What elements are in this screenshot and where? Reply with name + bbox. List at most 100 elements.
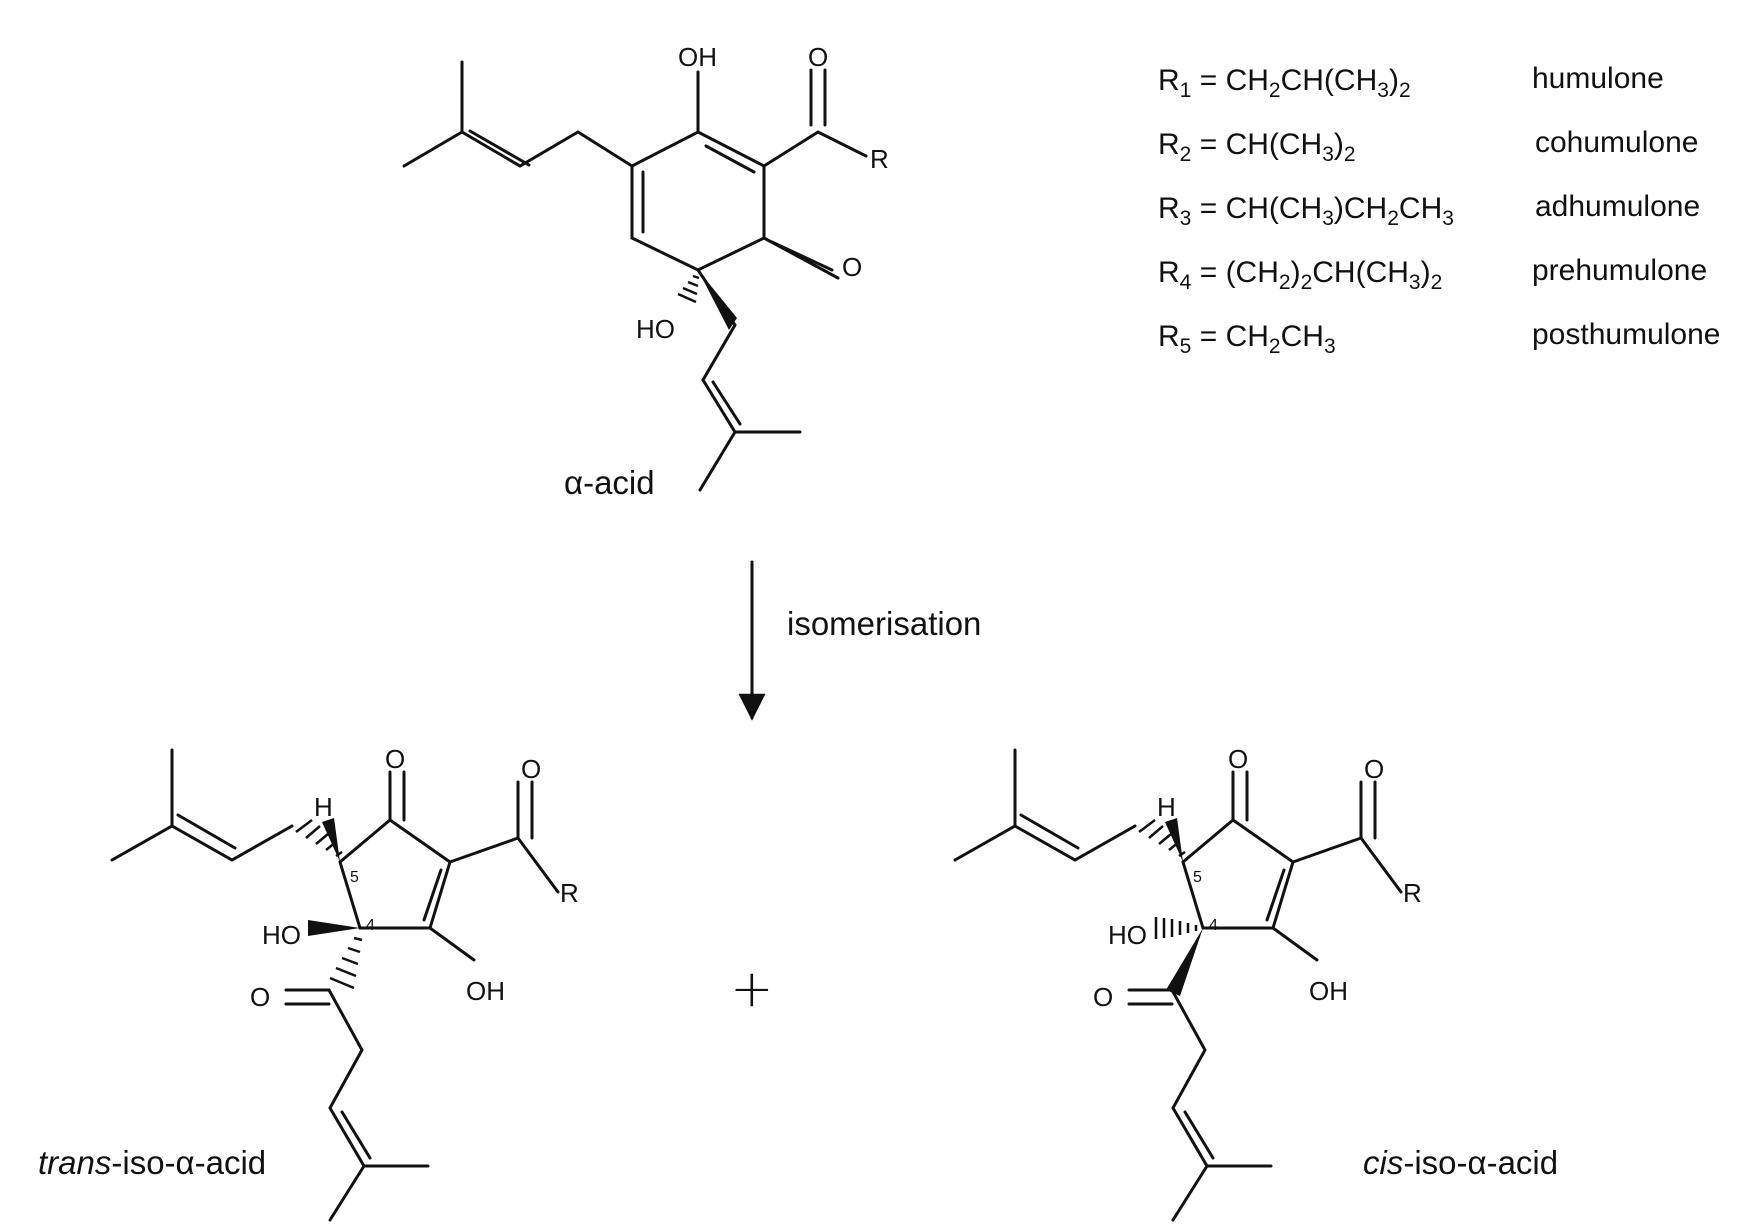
- formula-part: CH(CH: [1281, 64, 1378, 97]
- formula-part: CH: [1281, 320, 1324, 353]
- trans-iso-ring-oxygen-label: O: [385, 744, 405, 774]
- trans-iso-hash-bond-side-chain: [295, 819, 343, 858]
- formula-subscript: 3: [1322, 207, 1334, 230]
- cis-iso-wedge-h: [1165, 818, 1183, 862]
- cis-iso-ho-label: HO: [1108, 920, 1147, 950]
- cis-iso-acyl-oxygen-label: O: [1364, 754, 1384, 784]
- alpha-acid-r-label: R: [870, 144, 889, 174]
- formula-subscript: 3: [1322, 143, 1334, 166]
- trans-iso-side-oxygen-label: O: [250, 982, 270, 1012]
- trans-iso-name: trans-iso-α-acid: [38, 1144, 266, 1181]
- formula-subscript: 2: [1344, 143, 1356, 166]
- r-group-name-4: prehumulone: [1532, 254, 1707, 287]
- alpha-acid-hash-bond: [677, 274, 700, 304]
- trans-iso-double-bonds: [176, 813, 443, 1160]
- r-index: 1: [1180, 79, 1192, 102]
- alpha-acid-ketone-oxygen-label: O: [842, 252, 862, 282]
- cis-iso-ring-oxygen-label: O: [1228, 744, 1248, 774]
- plus-sign: +: [730, 959, 774, 1019]
- reaction-condition-label: isomerisation: [787, 605, 981, 642]
- cis-iso-h-label: H: [1157, 792, 1176, 822]
- r-symbol: R: [1158, 128, 1180, 161]
- trans-iso-c4-label: 4: [366, 917, 375, 934]
- r-index: 5: [1180, 335, 1192, 358]
- r-symbol: R: [1158, 256, 1180, 289]
- alpha-acid-oh-label: OH: [678, 42, 717, 72]
- formula-part: )CH: [1334, 192, 1387, 225]
- r-symbol: R: [1158, 320, 1180, 353]
- cis-iso-wedge-acyl: [1166, 928, 1203, 996]
- trans-iso-h-label: H: [314, 792, 333, 822]
- formula-part: ): [1421, 256, 1431, 289]
- r-group-row-2: R2​ = CH(CH3​)2​: [1158, 128, 1356, 166]
- r-index: 4: [1180, 271, 1192, 294]
- isomerisation-arrow: isomerisation: [738, 560, 981, 721]
- formula-part: CH(CH: [1226, 128, 1323, 161]
- cis-iso-hash-bond-ho: [1154, 917, 1198, 939]
- alpha-acid-structure: OH O R O HO α-acid: [402, 42, 889, 501]
- formula-part: CH(CH: [1312, 256, 1409, 289]
- formula-subscript: 2: [1431, 271, 1443, 294]
- r-group-row-1: R1​ = CH2​CH(CH3​)2​: [1158, 64, 1411, 102]
- equals-sign: =: [1191, 320, 1225, 353]
- cis-iso-name: cis-iso-α-acid: [1363, 1144, 1558, 1181]
- formula-part: ): [1389, 64, 1399, 97]
- r-group-name-5: posthumulone: [1532, 318, 1720, 351]
- cis-iso-c5-label: 5: [1193, 869, 1202, 886]
- formula-subscript: 3: [1442, 207, 1454, 230]
- formula-subscript: 3: [1377, 79, 1389, 102]
- trans-iso-bonds: [110, 748, 560, 1222]
- trans-iso-oh-label: OH: [466, 976, 505, 1006]
- equals-sign: =: [1191, 128, 1225, 161]
- trans-iso-ho-label: HO: [262, 920, 301, 950]
- trans-iso-c5-label: 5: [350, 869, 359, 886]
- formula-subscript: 2: [1269, 335, 1281, 358]
- cis-iso-alpha-acid-structure: O O R H 5 4 HO OH O cis-iso-α-acid: [953, 744, 1558, 1222]
- trans-iso-hash-bond-acyl: [329, 936, 363, 990]
- r-index: 3: [1180, 207, 1192, 230]
- formula-subscript: 2: [1387, 207, 1399, 230]
- trans-iso-r-label: R: [560, 878, 579, 908]
- formula-subscript: 2: [1269, 79, 1281, 102]
- cis-iso-oh-label: OH: [1309, 976, 1348, 1006]
- formula-part: ): [1291, 256, 1301, 289]
- alpha-acid-wedge-bond: [698, 270, 737, 330]
- formula-subscript: 3: [1409, 271, 1421, 294]
- alpha-acid-name: α-acid: [564, 464, 655, 501]
- formula-part: CH(CH: [1226, 192, 1323, 225]
- r-group-name-2: cohumulone: [1535, 126, 1698, 159]
- formula-part: CH: [1226, 64, 1269, 97]
- equals-sign: =: [1191, 192, 1225, 225]
- cis-iso-bonds: [953, 748, 1403, 1222]
- r-symbol: R: [1158, 192, 1180, 225]
- alpha-acid-bonds: [402, 60, 868, 492]
- r-symbol: R: [1158, 64, 1180, 97]
- cis-iso-r-label: R: [1403, 878, 1422, 908]
- r-group-name-3: adhumulone: [1535, 190, 1700, 223]
- formula-subscript: 3: [1324, 335, 1336, 358]
- r-group-row-3: R3​ = CH(CH3​)CH2​CH3​: [1158, 192, 1454, 230]
- cis-iso-double-bonds: [1019, 813, 1286, 1160]
- formula-part: ): [1334, 128, 1344, 161]
- formula-part: CH: [1399, 192, 1442, 225]
- formula-subscript: 2: [1301, 271, 1313, 294]
- r-index: 2: [1180, 143, 1192, 166]
- cis-iso-c4-label: 4: [1209, 917, 1218, 934]
- r-group-row-5: R5​ = CH2​CH3​: [1158, 320, 1336, 358]
- formula-part: CH: [1226, 320, 1269, 353]
- formula-subscript: 2: [1399, 79, 1411, 102]
- alpha-acid-double-bonds: [468, 129, 834, 426]
- cis-iso-hash-bond-side-chain: [1138, 819, 1186, 858]
- trans-iso-wedge-ho: [308, 920, 360, 936]
- trans-iso-acyl-oxygen-label: O: [521, 754, 541, 784]
- formula-part: (CH: [1226, 256, 1279, 289]
- formula-subscript: 2: [1279, 271, 1291, 294]
- r-group-name-1: humulone: [1532, 62, 1664, 95]
- trans-iso-alpha-acid-structure: O O R H 5 4 HO OH O trans-iso-α-acid: [38, 744, 579, 1222]
- trans-iso-wedge-h: [322, 818, 340, 862]
- equals-sign: =: [1191, 64, 1225, 97]
- equals-sign: =: [1191, 256, 1225, 289]
- cis-iso-side-oxygen-label: O: [1093, 982, 1113, 1012]
- r-group-table: R1​ = CH2​CH(CH3​)2​ R2​ = CH(CH3​)2​ R3…: [1158, 62, 1720, 358]
- alpha-acid-ho-label: HO: [636, 314, 675, 344]
